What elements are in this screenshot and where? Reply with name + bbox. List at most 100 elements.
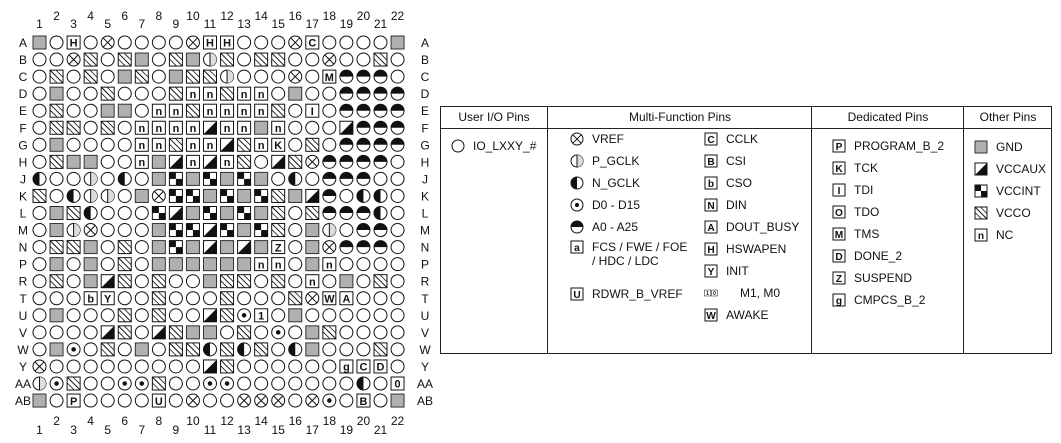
svg-text:n: n [156, 140, 163, 152]
p-gclk-pin [83, 171, 98, 186]
gnd-pin [185, 325, 200, 340]
column-number-bottom: 13 [237, 423, 251, 437]
vccint-pin [237, 171, 252, 186]
row-letter-right: H [421, 155, 430, 169]
io-pin [288, 240, 303, 255]
column-number-top: 21 [374, 17, 388, 31]
n-gclk-pin [237, 342, 252, 357]
vcco-pin [220, 308, 235, 323]
legend-label: IO_LXXY_# [473, 139, 537, 153]
io-pin [32, 274, 47, 289]
vcco-pin [117, 325, 132, 340]
row-letter-right: AA [417, 377, 433, 391]
io-pin [322, 137, 337, 152]
legend-label: VCCINT [996, 184, 1041, 198]
svg-text:H: H [223, 38, 231, 50]
p-gclk-pin [32, 376, 47, 391]
rdwr-pin: U [151, 393, 166, 408]
legend-symbol-icon [570, 220, 584, 234]
io-pin [66, 69, 81, 84]
vcco-pin [373, 342, 388, 357]
n-gclk-pin [288, 171, 303, 186]
io-pin [288, 359, 303, 374]
io-pin [83, 325, 98, 340]
vccint-pin [203, 206, 217, 220]
vcco-pin [49, 240, 64, 255]
legend-symbol-icon: U [570, 287, 584, 301]
svg-text:g: g [836, 296, 842, 307]
vcco-pin [66, 206, 81, 220]
gnd-pin [49, 137, 64, 152]
io-pin [117, 223, 132, 238]
vref-pin [288, 69, 303, 84]
vcco-pin [220, 274, 235, 289]
svg-text:I: I [311, 106, 314, 118]
io-pin [237, 52, 252, 67]
vccint-pin [220, 223, 235, 238]
row-letter-left: H [19, 155, 28, 169]
io-pin [254, 274, 269, 289]
legend-label: CCLK [726, 132, 759, 146]
io-pin [151, 52, 166, 67]
legend-symbol-icon [974, 206, 988, 220]
vcco-pin [220, 52, 235, 67]
legend-entry: VREF [570, 132, 624, 146]
vcco-pin [117, 240, 132, 255]
gnd-pin [254, 206, 269, 220]
io-pin [356, 274, 371, 289]
svg-text:B: B [707, 157, 714, 168]
n-gclk-pin [117, 171, 132, 186]
row-letter-left: R [19, 275, 28, 289]
nc-pin: n [185, 120, 200, 135]
io-pin [271, 86, 286, 101]
n-gclk-pin [66, 188, 81, 203]
vcco-pin [254, 342, 269, 357]
package-pinout-diagram: 1122334455667788991010111112121313141415… [15, 9, 433, 437]
gnd-pin [288, 308, 303, 323]
io-pin [356, 325, 371, 340]
io-pin [151, 35, 166, 50]
column-number-top: 10 [186, 9, 200, 23]
column-number-bottom: 18 [323, 414, 337, 428]
vccint-pin [185, 223, 200, 238]
vcco-pin [305, 137, 320, 152]
vcco-pin [185, 69, 200, 84]
io-pin [390, 52, 405, 67]
svg-text:0: 0 [395, 379, 401, 391]
io-pin [305, 308, 320, 323]
legend-symbol-icon: N [704, 198, 718, 212]
io-pin [49, 188, 64, 203]
n-gclk-pin [356, 188, 371, 203]
address-pin [339, 240, 354, 255]
io-pin [168, 359, 183, 374]
address-pin [322, 188, 337, 203]
legend-label: A0 - A25 [592, 220, 639, 234]
io-pin [117, 188, 132, 203]
gnd-pin [151, 257, 166, 272]
io-pin [390, 223, 405, 238]
io-pin [151, 359, 166, 374]
nc-pin: n [203, 137, 217, 152]
cclk-pin: C [305, 35, 320, 50]
svg-text:n: n [258, 140, 265, 152]
gnd-pin [49, 206, 64, 220]
io-pin [32, 240, 47, 255]
nc-pin: n [134, 120, 149, 135]
legend-symbol-icon [974, 184, 988, 198]
io-pin [356, 308, 371, 323]
column-number-bottom: 5 [104, 423, 111, 437]
address-pin [356, 206, 371, 220]
hswapen-pin: H [220, 35, 235, 50]
gnd-pin [83, 257, 98, 272]
io-pin [66, 137, 81, 152]
gnd-pin [254, 171, 269, 186]
io-pin [32, 257, 47, 272]
io-pin [356, 52, 371, 67]
vcco-pin [168, 52, 183, 67]
legend-symbol-icon: Z [832, 271, 846, 285]
